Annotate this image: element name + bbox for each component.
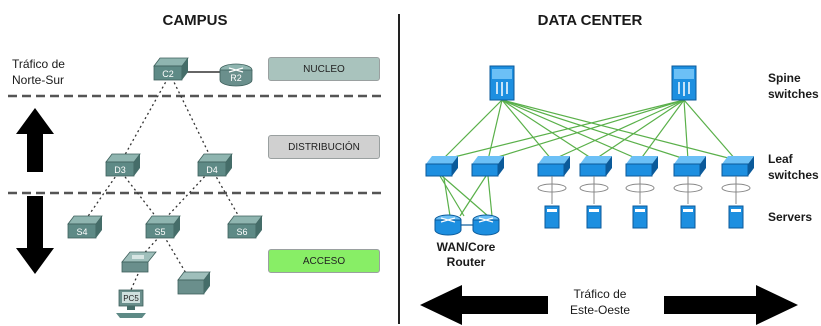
north-arrow-icon (16, 108, 54, 172)
leaf-switch-7-icon (721, 156, 754, 177)
leaf-label-line2: switches (768, 168, 819, 182)
wan-core-router-2-icon (472, 214, 500, 236)
leaf-switches-label: Leaf switches (768, 151, 820, 183)
core-layer-label: NUCLEO (268, 57, 380, 81)
section-divider (398, 14, 400, 324)
switch-s4-label: S4 (76, 227, 87, 237)
spine-label-line2: switches (768, 87, 819, 101)
spine-switch-2-icon (671, 65, 697, 101)
leaf-switch-5-icon (625, 156, 658, 177)
wan-core-router-label: WAN/Core Router (418, 240, 514, 270)
server-3-icon (625, 176, 655, 229)
leaf-switch-icons (425, 156, 754, 177)
pc5-icon: PC5 (116, 289, 146, 318)
router-r2-label: R2 (230, 73, 242, 83)
campus-title: CAMPUS (162, 12, 228, 29)
datacenter-title: DATA CENTER (537, 12, 643, 29)
router-label-line1: WAN/Core (436, 240, 496, 254)
leaf-switch-3-icon (537, 156, 570, 177)
switch-s5-label: S5 (154, 227, 165, 237)
ip-phone-icon (121, 251, 157, 273)
wan-core-router-1-icon (434, 214, 462, 236)
router-label-line2: Router (446, 255, 486, 269)
east-west-label-line2: Este-Oeste (569, 303, 631, 317)
server-5-icon (721, 176, 751, 229)
spine-switch-1-icon (489, 65, 515, 101)
switch-s6-label: S6 (236, 227, 247, 237)
west-arrow-icon (420, 285, 548, 325)
printer-icon (177, 271, 211, 295)
leaf-switch-2-icon (471, 156, 504, 177)
leaf-switch-6-icon (673, 156, 706, 177)
switch-d3-icon: D3 (105, 153, 141, 177)
switch-c2-label: C2 (162, 69, 174, 79)
leaf-switch-1-icon (425, 156, 458, 177)
spine-switches-label: Spine switches (768, 70, 820, 102)
switch-c2-icon: C2 (153, 57, 189, 81)
pc5-label: PC5 (123, 294, 139, 303)
server-2-icon (579, 176, 609, 229)
datacenter-diagram (420, 65, 798, 325)
switch-d4-label: D4 (206, 165, 218, 175)
east-arrow-icon (664, 285, 798, 325)
north-south-traffic-label: Tráfico de Norte-Sur (12, 56, 92, 88)
switch-s4-icon: S4 (67, 215, 103, 239)
switch-s6-icon: S6 (227, 215, 263, 239)
switch-d4-icon: D4 (197, 153, 233, 177)
campus-diagram: C2 R2 D3 D4 S4 S5 S6 (8, 57, 382, 318)
distribution-layer-label: DISTRIBUCIÓN (268, 135, 380, 159)
north-south-label-line1: Tráfico de (12, 57, 65, 71)
east-west-label-line1: Tráfico de (573, 287, 627, 301)
server-4-icon (673, 176, 703, 229)
server-icons (537, 176, 751, 229)
north-south-label-line2: Norte-Sur (12, 73, 65, 87)
leaf-label-line1: Leaf (768, 152, 793, 166)
switch-d3-label: D3 (114, 165, 126, 175)
east-west-traffic-label: Tráfico de Este-Oeste (560, 286, 640, 318)
spine-label-line1: Spine (768, 71, 801, 85)
leaf-switch-4-icon (579, 156, 612, 177)
south-arrow-icon (16, 196, 54, 274)
router-r2-icon: R2 (219, 63, 253, 87)
access-layer-label: ACCESO (268, 249, 380, 273)
servers-label: Servers (768, 210, 813, 224)
switch-s5-icon: S5 (145, 215, 181, 239)
server-1-icon (537, 176, 567, 229)
